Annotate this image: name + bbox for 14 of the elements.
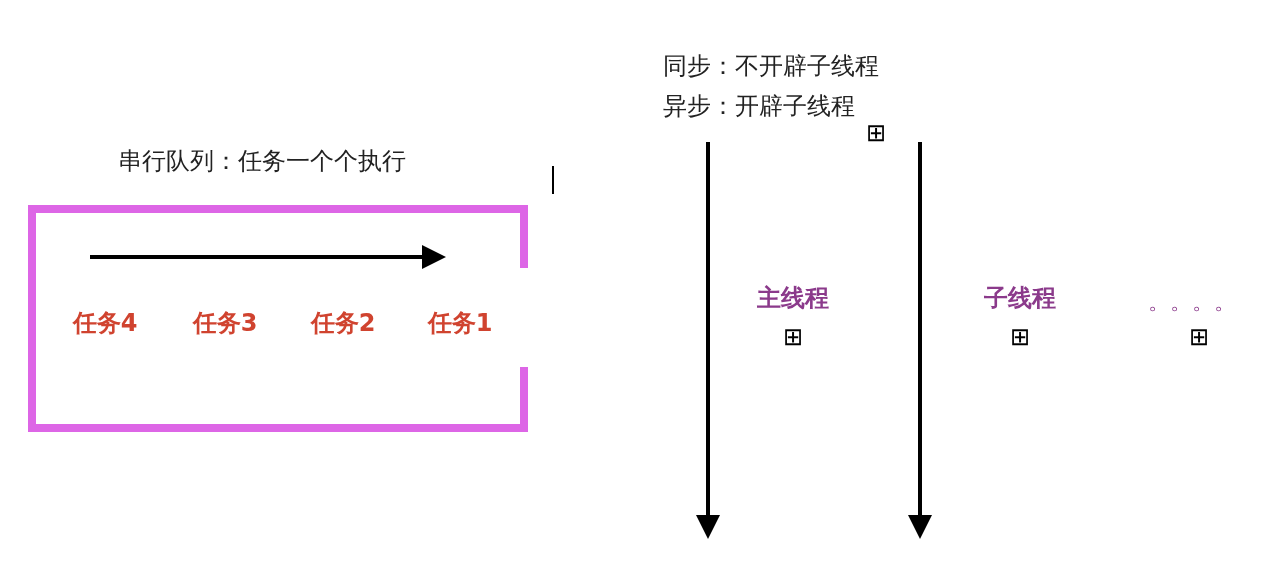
note-text: 异步：开辟子线程 [663, 91, 855, 122]
boxed-plus-icon: ⊞ [865, 119, 887, 147]
thread-label: 子线程 [984, 283, 1056, 314]
thread-label: 主线程 [757, 283, 829, 314]
task-label: 任务2 [310, 307, 376, 339]
queue-heading: 串行队列：任务一个个执行 [118, 146, 406, 177]
note-text: 同步：不开辟子线程 [663, 51, 879, 82]
task-label: 任务1 [427, 307, 493, 339]
boxed-plus-icon: ⊞ [1009, 323, 1031, 351]
ellipsis-text: 。。。。 [1148, 288, 1236, 316]
task-label: 任务4 [72, 307, 138, 339]
task-label: 任务3 [192, 307, 258, 339]
boxed-plus-icon: ⊞ [1188, 323, 1210, 351]
boxed-plus-icon: ⊞ [782, 323, 804, 351]
